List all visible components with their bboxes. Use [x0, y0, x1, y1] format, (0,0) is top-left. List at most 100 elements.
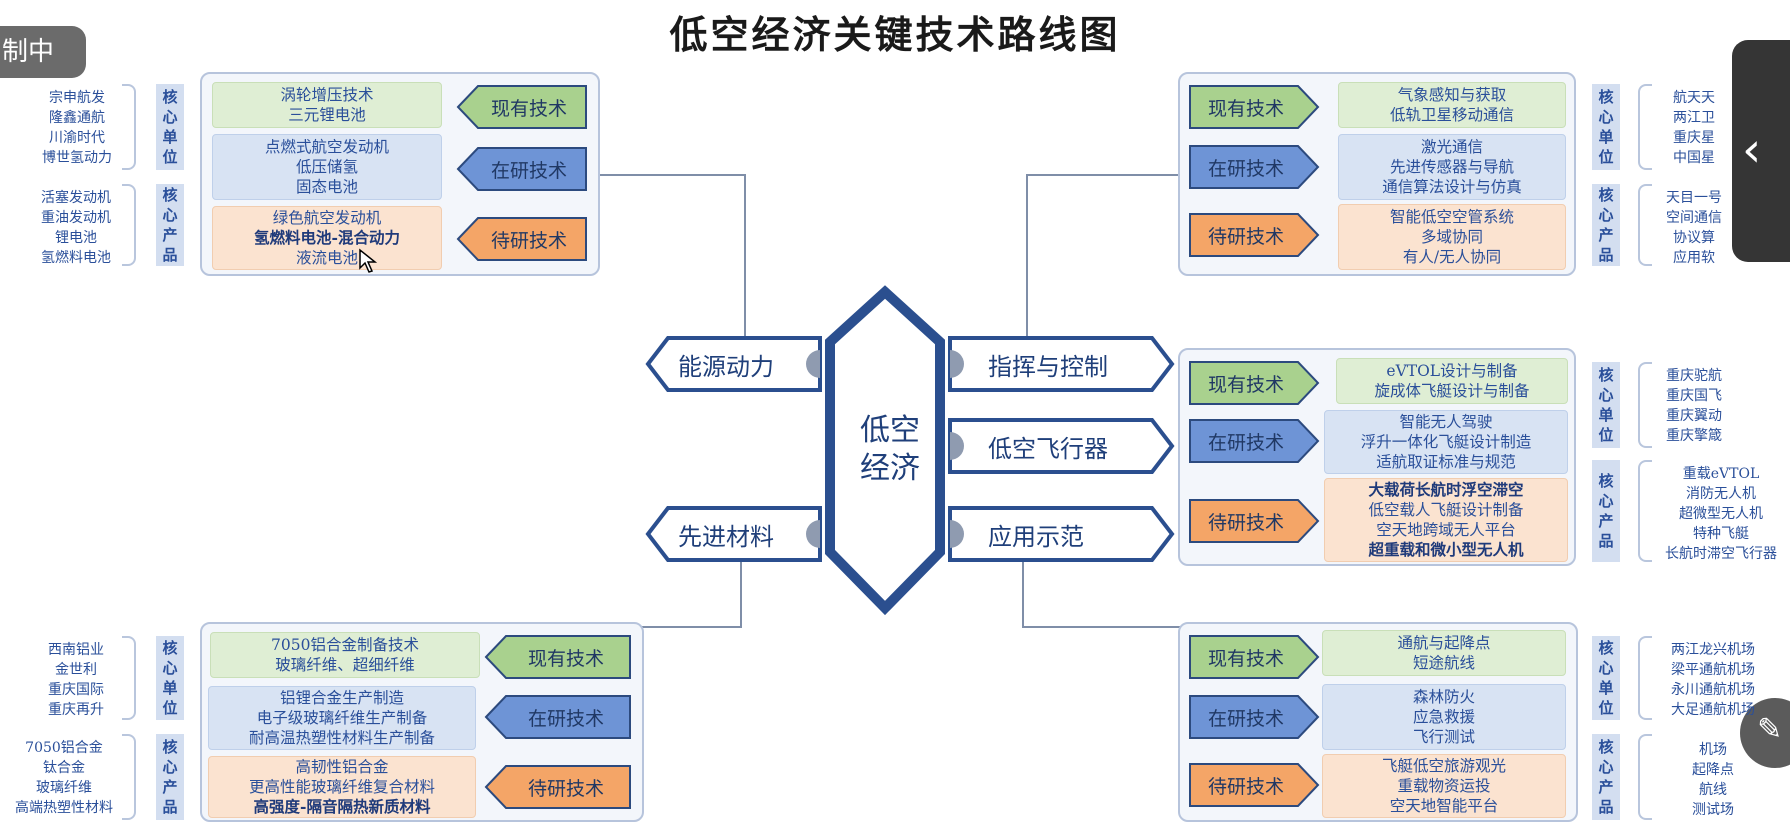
tech-item: 通航与起降点 — [1397, 634, 1491, 652]
control-pending-tag-shape — [1189, 213, 1320, 257]
list-item: 川渝时代 — [49, 130, 105, 146]
materials-units-list: 西南铝业金世利重庆国际重庆再升 — [18, 640, 134, 720]
materials-researching-tag-shape — [484, 695, 631, 739]
tech-item: 7050铝合金制备技术 — [271, 636, 419, 654]
label-char: 位 — [1598, 426, 1614, 444]
chevron-left-icon: ‹ — [1742, 122, 1762, 178]
connector-line — [598, 174, 744, 176]
tech-item: 低轨卫星移动通信 — [1389, 106, 1514, 124]
tech-item: eVTOL设计与制备 — [1386, 362, 1518, 380]
tech-item: 智能无人驾驶 — [1399, 413, 1493, 431]
page-title: 低空经济关键技术路线图 — [669, 12, 1121, 57]
demo-researching-tag: 在研技术 — [1207, 707, 1284, 730]
tech-item: 点燃式航空发动机 — [264, 138, 389, 156]
tech-item: 先进传感器与导航 — [1389, 158, 1514, 176]
branch-aircraft-label: 低空飞行器 — [988, 434, 1108, 463]
tech-item: 氢燃料电池-混合动力 — [254, 228, 400, 247]
side-drawer-tab[interactable]: ‹ — [1732, 40, 1790, 262]
brace — [122, 734, 136, 820]
brace — [1638, 734, 1652, 820]
tech-item: 大载荷长航时浮空滞空 — [1368, 480, 1524, 499]
demo-researching-box: 森林防火应急救援飞行测试 — [1322, 684, 1566, 750]
core-units-label: 核心单位 — [1592, 636, 1620, 720]
tech-item: 高强度-隔音隔热新质材料 — [253, 797, 431, 816]
list-item: 航天天 — [1673, 90, 1715, 106]
core-products-label: 核心产品 — [1592, 460, 1620, 562]
aircraft-existing-tag: 现有技术 — [1207, 373, 1284, 396]
aircraft-units-list: 重庆驼航重庆国飞重庆翼动重庆擎箴 — [1654, 366, 1734, 446]
tech-item: 多域协同 — [1420, 228, 1483, 246]
tech-item: 旋成体飞艇设计与制备 — [1374, 382, 1530, 400]
control-products-list: 天目一号空间通信协议算应用软 — [1654, 188, 1734, 268]
list-item: 重庆国飞 — [1666, 388, 1722, 404]
floating-tool-button[interactable]: ✎ — [1740, 698, 1790, 768]
materials-pending-tag-shape — [484, 765, 631, 809]
connector-line — [740, 528, 742, 628]
branch-control-label: 指挥与控制 — [988, 352, 1108, 381]
label-char: 核 — [1598, 738, 1614, 756]
connector-line — [640, 626, 742, 628]
control-existing-tag-shape — [1189, 85, 1320, 129]
materials-existing-box: 7050铝合金制备技术玻璃纤维、超细纤维 — [210, 632, 480, 678]
tech-item: 有人/无人协同 — [1402, 248, 1502, 266]
list-item: 大足通航机场 — [1671, 702, 1755, 718]
brace — [122, 184, 136, 266]
list-item: 钛合金 — [43, 760, 85, 776]
hub-label-line1: 低空 — [860, 413, 920, 448]
label-char: 产 — [162, 778, 178, 796]
tech-item: 重载物资运投 — [1397, 777, 1491, 795]
list-item: 应用软 — [1673, 250, 1715, 266]
list-item: 博世氢动力 — [42, 150, 112, 166]
demo-pending-tag: 待研技术 — [1207, 775, 1284, 798]
label-char: 心 — [1598, 492, 1614, 510]
control-researching-tag-shape — [1189, 145, 1320, 189]
tech-item: 飞艇低空旅游观光 — [1381, 757, 1506, 775]
brace — [122, 84, 136, 170]
control-researching-tag: 在研技术 — [1207, 157, 1284, 180]
energy-existing-box: 涡轮增压技术三元锂电池 — [212, 82, 442, 128]
tech-item: 飞行测试 — [1412, 728, 1475, 746]
connector-line — [1022, 626, 1180, 628]
hub-hexagon — [825, 285, 945, 616]
control-existing-tag: 现有技术 — [1207, 97, 1284, 120]
tech-item: 短途航线 — [1412, 654, 1475, 672]
list-item: 梁平通航机场 — [1671, 662, 1755, 678]
label-char: 产 — [162, 226, 178, 244]
label-char: 位 — [1598, 699, 1614, 717]
control-overlay-button[interactable]: 制中 — [0, 26, 86, 78]
materials-products-list: 7050铝合金钛合金玻璃纤维高端热塑性材料 — [0, 738, 128, 818]
demo-pending-tag-shape — [1189, 763, 1320, 807]
list-item: 机场 — [1699, 742, 1727, 758]
demo-existing-box: 通航与起降点短途航线 — [1322, 630, 1566, 676]
aircraft-existing-box: eVTOL设计与制备旋成体飞艇设计与制备 — [1336, 358, 1568, 404]
tech-item: 超重载和微小型无人机 — [1368, 540, 1524, 559]
label-char: 位 — [162, 148, 178, 166]
core-products-label: 核心产品 — [156, 184, 184, 266]
demo-existing-tag-shape — [1189, 635, 1320, 679]
core-products-label: 核心产品 — [1592, 184, 1620, 266]
label-char: 单 — [1598, 679, 1614, 697]
materials-existing-tag-shape — [484, 635, 631, 679]
label-char: 核 — [1598, 639, 1614, 657]
label-char: 心 — [1598, 206, 1614, 224]
tech-item: 适航取证标准与规范 — [1376, 453, 1516, 471]
mouse-cursor-icon — [359, 248, 378, 273]
list-item: 活塞发动机 — [41, 190, 111, 206]
tech-item: 耐高温热塑性材料生产制备 — [248, 729, 435, 747]
brace — [1638, 84, 1652, 170]
label-char: 位 — [162, 699, 178, 717]
connector-line — [1026, 174, 1178, 176]
core-units-label: 核心单位 — [1592, 362, 1620, 448]
list-item: 锂电池 — [55, 230, 97, 246]
list-item: 两江卫 — [1673, 110, 1715, 126]
energy-pending-tag: 待研技术 — [490, 229, 567, 252]
label-char: 核 — [162, 88, 178, 106]
pen-icon: ✎ — [1757, 712, 1783, 747]
aircraft-pending-tag-shape — [1189, 499, 1320, 543]
label-char: 单 — [162, 679, 178, 697]
label-char: 单 — [1598, 406, 1614, 424]
label-char: 位 — [1598, 148, 1614, 166]
demo-researching-tag-shape — [1189, 695, 1320, 739]
tech-item: 三元锂电池 — [288, 106, 366, 124]
materials-pending-box: 高韧性铝合金更高性能玻璃纤维复合材料高强度-隔音隔热新质材料 — [208, 756, 476, 818]
